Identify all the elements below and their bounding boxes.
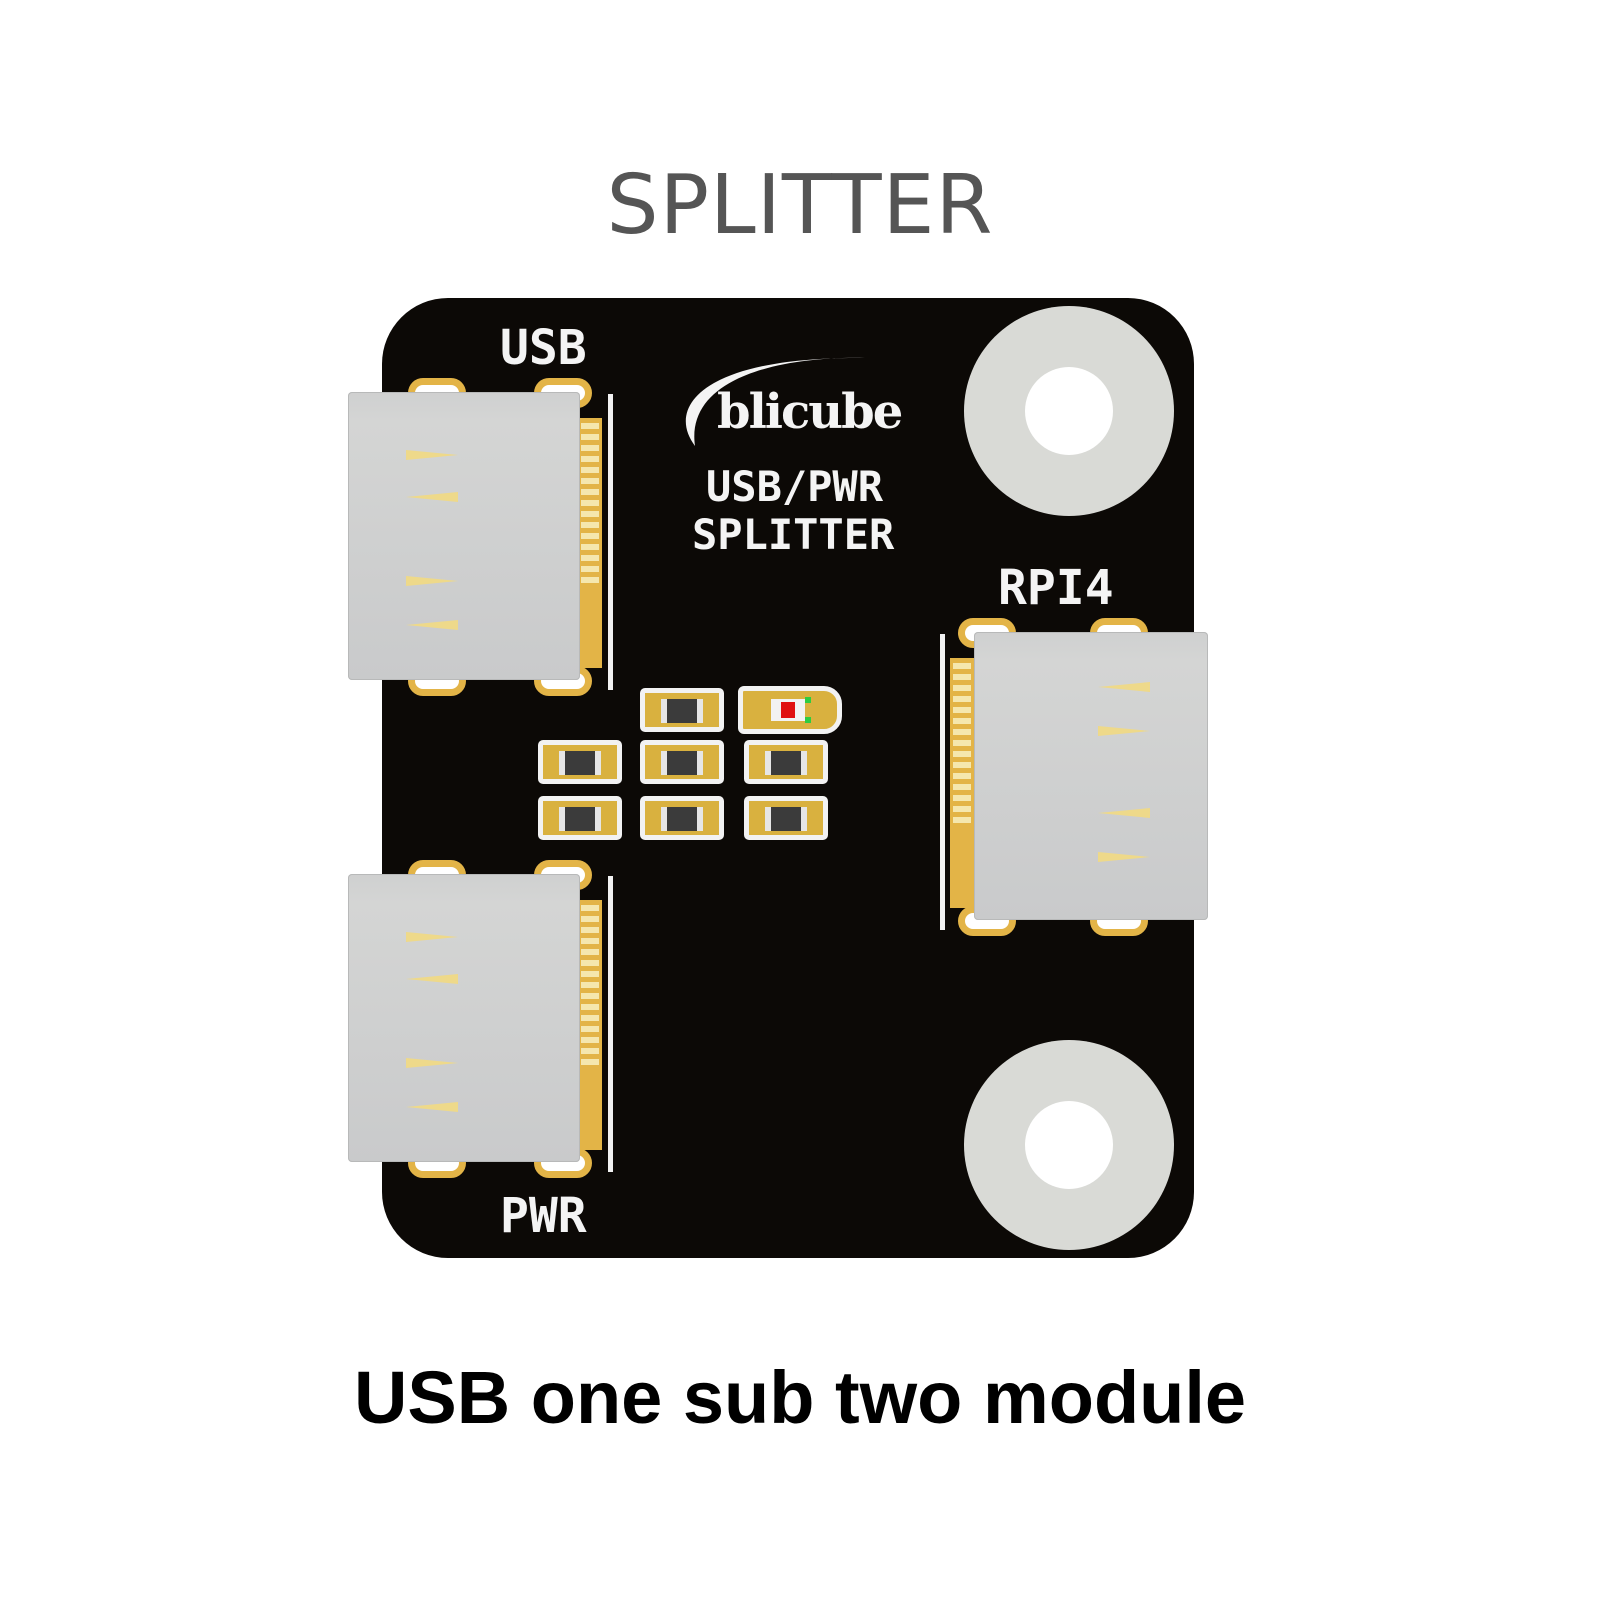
port-label-pwr: PWR bbox=[500, 1188, 587, 1244]
brand-name: blicube bbox=[717, 384, 903, 440]
usb-c-connector-usb[interactable] bbox=[348, 378, 618, 698]
connector-shell bbox=[348, 392, 580, 680]
silk-outline bbox=[608, 876, 613, 1172]
port-label-rpi4: RPI4 bbox=[998, 560, 1114, 616]
led-indicator bbox=[738, 686, 842, 734]
led-green bbox=[805, 697, 811, 703]
connector-shell bbox=[348, 874, 580, 1162]
pin-strip bbox=[578, 900, 602, 1150]
mounting-hole-bottom bbox=[964, 1040, 1174, 1250]
swoosh-icon bbox=[685, 357, 865, 446]
smd-resistor bbox=[744, 796, 828, 840]
hole-center bbox=[1025, 1101, 1113, 1189]
page-title: SPLITTER bbox=[606, 158, 994, 253]
smd-resistor bbox=[640, 796, 724, 840]
pin-strip bbox=[578, 418, 602, 668]
pcb-board: USB PWR RPI4 blicube USB/PWR SPLITTER bbox=[348, 298, 1208, 1258]
hole-center bbox=[1025, 367, 1113, 455]
board-name-line2: SPLITTER bbox=[692, 510, 895, 559]
blicube-logo: blicube bbox=[665, 346, 903, 456]
caption: USB one sub two module bbox=[353, 1356, 1247, 1439]
connector-shell bbox=[974, 632, 1208, 920]
port-label-usb: USB bbox=[500, 320, 587, 376]
silk-outline bbox=[608, 394, 613, 690]
silk-outline bbox=[940, 634, 945, 930]
smd-resistor bbox=[538, 796, 622, 840]
pin-strip bbox=[950, 658, 974, 908]
usb-c-connector-rpi4[interactable] bbox=[938, 618, 1214, 938]
board-name-line1: USB/PWR bbox=[706, 462, 884, 511]
smd-resistor bbox=[744, 740, 828, 784]
usb-c-connector-pwr[interactable] bbox=[348, 860, 618, 1180]
smd-resistor bbox=[640, 688, 724, 732]
mounting-hole-top bbox=[964, 306, 1174, 516]
smd-resistor bbox=[640, 740, 724, 784]
led-red bbox=[781, 702, 795, 718]
smd-resistor bbox=[538, 740, 622, 784]
led-green bbox=[805, 717, 811, 723]
